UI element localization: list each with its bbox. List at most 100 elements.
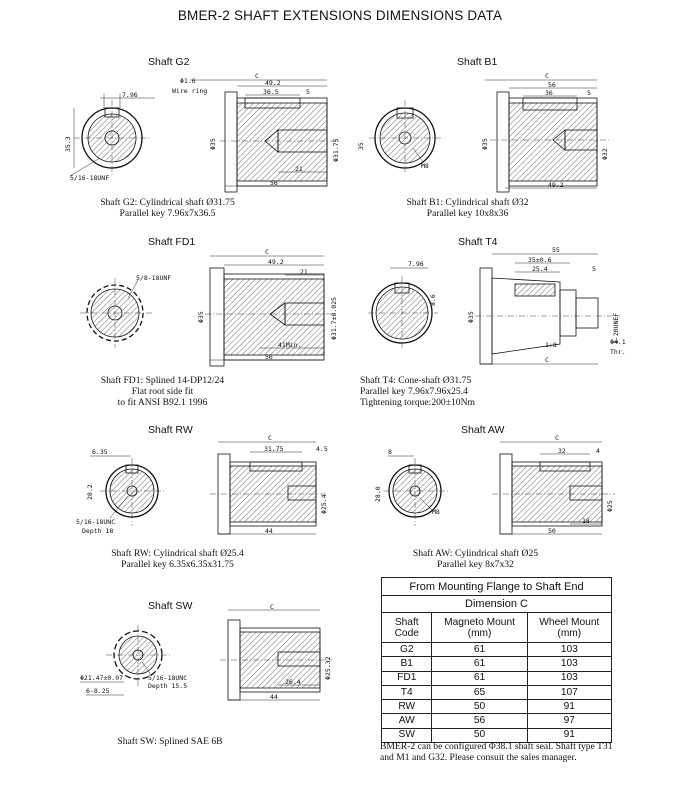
shaft-t4-label: Shaft T4	[458, 236, 498, 248]
svg-text:6-8.25: 6-8.25	[86, 687, 110, 695]
svg-text:Φ32: Φ32	[601, 148, 609, 160]
svg-text:C: C	[268, 434, 272, 442]
svg-text:Φ1.6: Φ1.6	[180, 77, 196, 85]
svg-text:44: 44	[270, 693, 278, 701]
svg-text:56: 56	[265, 353, 273, 361]
configuration-note: BMER-2 can be configured Φ38.1 shaft sea…	[380, 741, 613, 763]
svg-text:Φ25: Φ25	[606, 500, 614, 512]
svg-text:Φ31.7±0.025: Φ31.7±0.025	[330, 297, 338, 340]
shaft-sw-drawing: Φ21.47±0.07 6-8.25 5/16-18UNC Depth 15.5…	[80, 603, 332, 701]
table-header-sub: Dimension C	[381, 595, 612, 613]
shaft-fd1-drawing: 5/8-18UNF C 49.2 21 Φ35 Φ31.7±0.025 41Mi…	[80, 248, 338, 367]
svg-text:Φ4.1: Φ4.1	[610, 338, 626, 346]
column-header-shaft-code: Shaft Code	[380, 612, 433, 643]
shaft-t4-drawing: 7.96 8.6 55 35±0.6 25.4 5 Φ35 1-20UNEF Φ…	[368, 246, 626, 365]
svg-text:56: 56	[270, 179, 278, 187]
svg-text:Depth 18: Depth 18	[82, 527, 113, 535]
shaft-rw-drawing: 6.35 28.2 5/16-18UNC Depth 18 C 31.75 4.…	[76, 434, 328, 535]
shaft-aw-drawing: 8 28.0 M8 C 32 4 Φ25 18 50	[374, 434, 615, 535]
svg-text:Depth 15.5: Depth 15.5	[148, 682, 187, 690]
svg-text:5/16-18UNC: 5/16-18UNC	[76, 518, 115, 526]
svg-text:Φ35: Φ35	[209, 138, 217, 150]
svg-text:Φ25.32: Φ25.32	[324, 656, 332, 680]
svg-text:Φ35: Φ35	[197, 311, 205, 323]
svg-text:6.35: 6.35	[92, 448, 108, 456]
svg-text:50: 50	[548, 527, 556, 535]
svg-text:49.2: 49.2	[548, 181, 564, 189]
svg-text:25.4: 25.4	[532, 265, 548, 273]
svg-text:Thr.: Thr.	[610, 348, 626, 356]
svg-text:56: 56	[548, 81, 556, 89]
svg-text:Φ35: Φ35	[481, 138, 489, 150]
svg-text:C: C	[255, 72, 259, 80]
svg-text:31.75: 31.75	[264, 445, 284, 453]
shaft-sw-label: Shaft SW	[148, 600, 193, 612]
svg-text:28.2: 28.2	[86, 484, 94, 500]
shaft-b1-label: Shaft B1	[457, 56, 498, 68]
svg-text:Φ31.75: Φ31.75	[332, 138, 340, 162]
svg-text:1:8: 1:8	[545, 341, 557, 349]
svg-text:7.96: 7.96	[408, 260, 424, 268]
svg-text:21: 21	[300, 268, 308, 276]
page-title: BMER-2 SHAFT EXTENSIONS DIMENSIONS DATA	[177, 8, 503, 23]
svg-text:35.3: 35.3	[64, 136, 72, 152]
svg-text:36: 36	[545, 89, 553, 97]
svg-text:4: 4	[596, 447, 600, 455]
svg-text:55: 55	[552, 246, 560, 254]
svg-text:5/16-18UNC: 5/16-18UNC	[148, 674, 187, 682]
svg-text:1-20UNEF: 1-20UNEF	[612, 313, 620, 344]
svg-text:Φ35: Φ35	[467, 311, 475, 323]
svg-text:C: C	[555, 434, 559, 442]
shaft-sw-caption: Shaft SW: Splined SAE 6B	[117, 736, 223, 747]
svg-text:C: C	[270, 603, 274, 611]
svg-text:C: C	[545, 72, 549, 80]
svg-text:5: 5	[592, 265, 596, 273]
g2-key-width: 7.96	[122, 91, 138, 99]
svg-text:C: C	[545, 356, 549, 364]
svg-text:5/8-18UNF: 5/8-18UNF	[136, 274, 171, 282]
shaft-b1-drawing: 35 M8 C 56 36 5 Φ35 Φ32 49.2	[357, 72, 610, 193]
svg-text:49.2: 49.2	[268, 258, 284, 266]
svg-text:26.4: 26.4	[285, 678, 301, 686]
svg-text:8.6: 8.6	[429, 294, 437, 306]
column-header-wheel: Wheel Mount (mm)	[526, 612, 613, 643]
shaft-aw-label: Shaft AW	[461, 424, 505, 436]
svg-text:Φ21.47±0.07: Φ21.47±0.07	[80, 674, 123, 682]
shaft-g2-drawing: 7.96 35.3 5/16-18UNF C Φ1.6 Wire ring 49…	[64, 72, 340, 193]
svg-text:5/16-18UNF: 5/16-18UNF	[70, 174, 109, 182]
svg-text:Wire ring: Wire ring	[172, 87, 207, 95]
svg-text:8: 8	[388, 448, 392, 456]
column-header-magneto: Magneto Mount (mm)	[431, 612, 528, 643]
table-header-main: From Mounting Flange to Shaft End	[381, 577, 612, 596]
svg-text:Φ25.4: Φ25.4	[320, 494, 328, 514]
svg-text:28.0: 28.0	[374, 486, 382, 502]
svg-text:4.5: 4.5	[316, 445, 328, 453]
svg-text:M8: M8	[432, 508, 440, 516]
shaft-fd1-label: Shaft FD1	[148, 236, 196, 248]
svg-text:44: 44	[265, 527, 273, 535]
svg-text:36.5: 36.5	[263, 88, 279, 96]
svg-text:35: 35	[357, 142, 365, 150]
shaft-rw-label: Shaft RW	[148, 424, 193, 436]
svg-text:32: 32	[558, 447, 566, 455]
svg-text:M8: M8	[421, 162, 429, 170]
svg-text:21: 21	[295, 165, 303, 173]
svg-text:35±0.6: 35±0.6	[528, 256, 552, 264]
svg-text:41Min.: 41Min.	[278, 341, 301, 349]
svg-text:5: 5	[306, 88, 310, 96]
svg-text:49.2: 49.2	[265, 79, 281, 87]
shaft-g2-label: Shaft G2	[148, 56, 190, 68]
svg-text:5: 5	[587, 89, 591, 97]
svg-text:18: 18	[582, 517, 590, 525]
